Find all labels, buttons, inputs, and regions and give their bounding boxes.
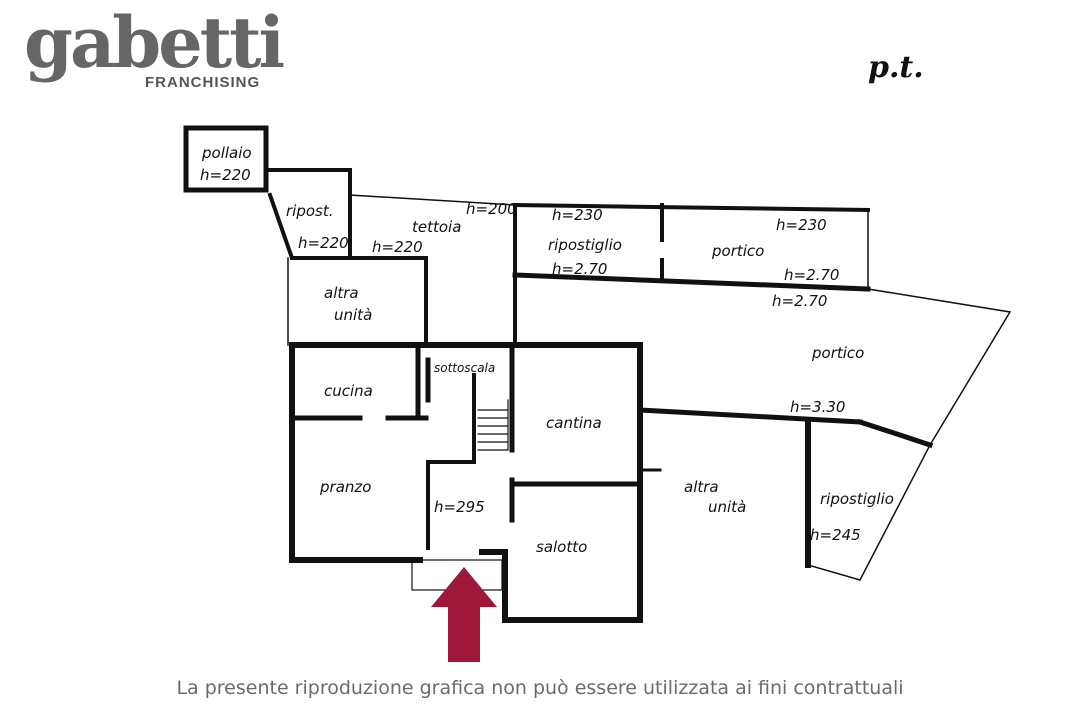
outline-portico-right (867, 288, 1012, 447)
label-ripostiglio-right-h: h=245 (810, 526, 861, 544)
label-portico-right-h: h=2.70 (772, 292, 827, 310)
label-cantina: cantina (546, 414, 602, 432)
logo-franchising: FRANCHISING (145, 74, 261, 91)
label-h295: h=295 (434, 498, 485, 516)
wall-main-house (289, 342, 643, 623)
label-portico-top-h1: h=230 (776, 216, 827, 234)
label-ripost-h: h=220 (298, 234, 349, 252)
label-tettoia: tettoia (412, 218, 461, 236)
label-cucina: cucina (324, 382, 373, 400)
label-pollaio: pollaio (201, 144, 252, 162)
floor-label: p.t. (868, 50, 924, 85)
label-altra-unita-1a: altra (324, 284, 359, 302)
label-portico-top-h2: h=2.70 (784, 266, 839, 284)
label-ripostiglio-top-h2: h=2.70 (552, 260, 607, 278)
wall-altra-unita-1 (290, 256, 428, 347)
label-altra-unita-1b: unità (334, 306, 372, 324)
wall-tettoia-top (349, 194, 516, 206)
label-portico-right-h2: h=3.30 (790, 398, 845, 416)
gabetti-logo: gabetti FRANCHISING (24, 8, 285, 112)
label-ripost: ripost. (286, 202, 334, 220)
label-pranzo: pranzo (319, 478, 371, 496)
label-sottoscala: sottoscala (434, 361, 495, 375)
label-pollaio-h: h=220 (200, 166, 251, 184)
label-tettoia-h1: h=200 (466, 200, 517, 218)
entrance-arrow-icon (431, 567, 497, 662)
label-ripostiglio-top-h1: h=230 (552, 206, 603, 224)
wall-portico-top (512, 202, 871, 213)
label-ripostiglio-right: ripostiglio (820, 490, 894, 508)
label-altra-unita-2a: altra (684, 478, 719, 496)
label-tettoia-h2: h=220 (372, 238, 423, 256)
disclaimer: La presente riproduzione grafica non può… (176, 677, 904, 699)
logo-wordmark: gabetti (24, 1, 285, 84)
label-portico-right: portico (811, 344, 864, 362)
label-ripostiglio-top: ripostiglio (548, 236, 622, 254)
label-portico-top: portico (711, 242, 764, 260)
room-labels: pollaio h=220 ripost. h=220 tettoia h=20… (200, 144, 894, 556)
wall-pollaio (183, 125, 269, 193)
label-salotto: salotto (536, 538, 587, 556)
label-altra-unita-2b: unità (708, 498, 746, 516)
